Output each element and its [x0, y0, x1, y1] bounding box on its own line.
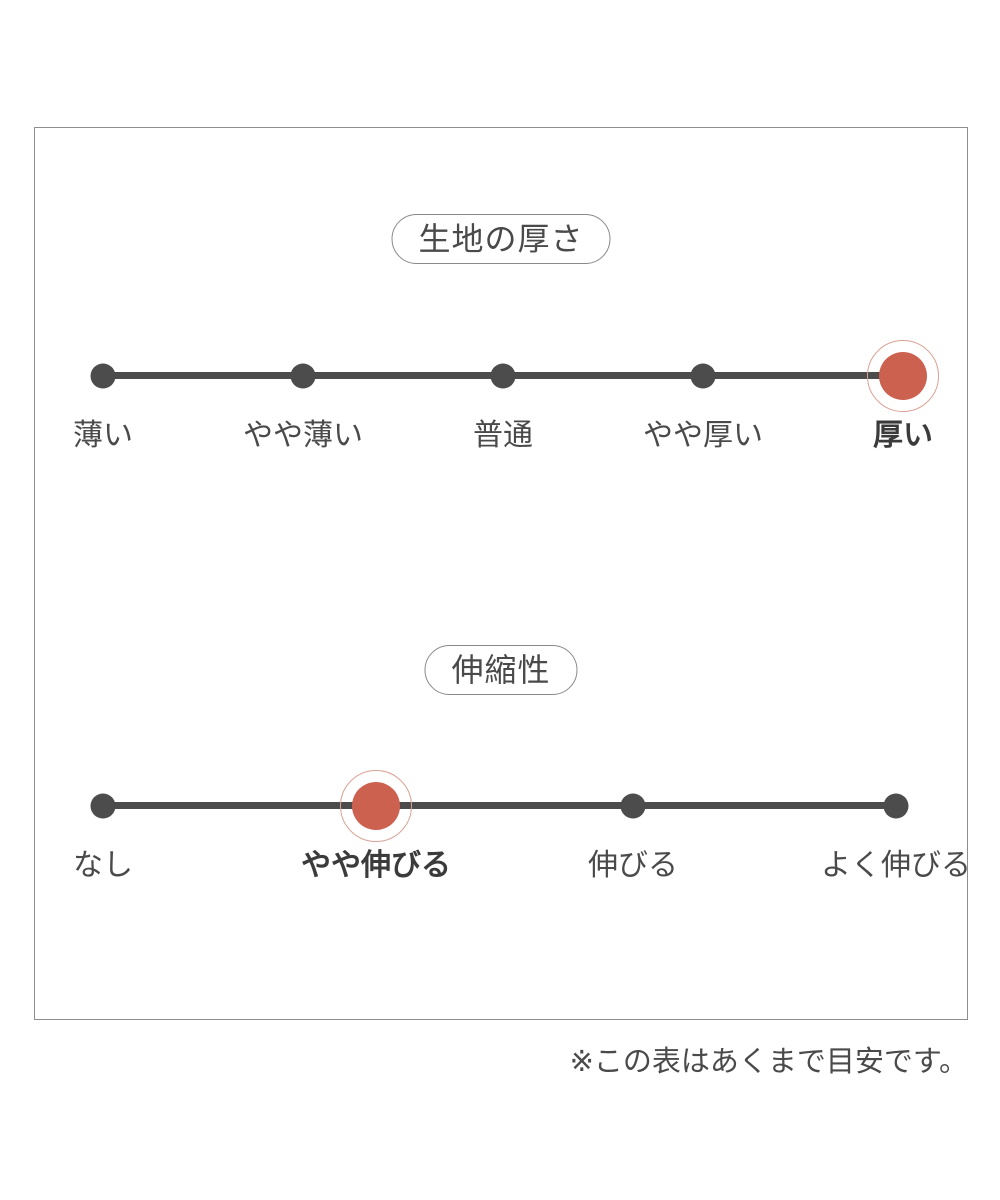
scale-dot-selected — [879, 351, 927, 400]
scale-dot — [90, 363, 116, 388]
section-title-stretchiness: 伸縮性 — [424, 645, 578, 695]
scale-point-label: よく伸びる — [821, 849, 971, 882]
scale-dot-selected — [352, 781, 400, 830]
section-title-label: 生地の厚さ — [418, 221, 584, 257]
scale-dot — [883, 793, 909, 818]
scale-point-label: 普通 — [473, 419, 533, 452]
scale-point-label: やや伸びる — [301, 849, 451, 882]
scale-dot — [620, 793, 646, 818]
scale-dot — [90, 793, 116, 818]
section-title-fabric-thickness: 生地の厚さ — [391, 214, 611, 264]
fabric-spec-card: 生地の厚さ 薄い やや薄い 普通 やや厚い 厚い 伸縮性 — [34, 127, 971, 1020]
scale-dot — [490, 363, 516, 388]
selected-ring-icon — [340, 769, 412, 842]
scale-point-label: やや薄い — [243, 419, 363, 452]
scale-point-label: 厚い — [873, 419, 933, 452]
scale-point-label: やや厚い — [643, 419, 763, 452]
selected-ring-icon — [867, 339, 939, 412]
section-title-label: 伸縮性 — [451, 652, 551, 688]
scale-point-label: 薄い — [73, 419, 133, 452]
scale-dot — [290, 363, 316, 388]
scale-point-label: なし — [73, 849, 133, 882]
footnote-text: ※この表はあくまで目安です。 — [569, 1046, 968, 1078]
scale-stretchiness: なし やや伸びる 伸びる よく伸びる — [35, 769, 971, 926]
scale-fabric-thickness: 薄い やや薄い 普通 やや厚い 厚い — [35, 339, 967, 496]
scale-point-label: 伸びる — [588, 849, 678, 882]
scale-dot — [690, 363, 716, 388]
scale-track — [103, 802, 896, 809]
